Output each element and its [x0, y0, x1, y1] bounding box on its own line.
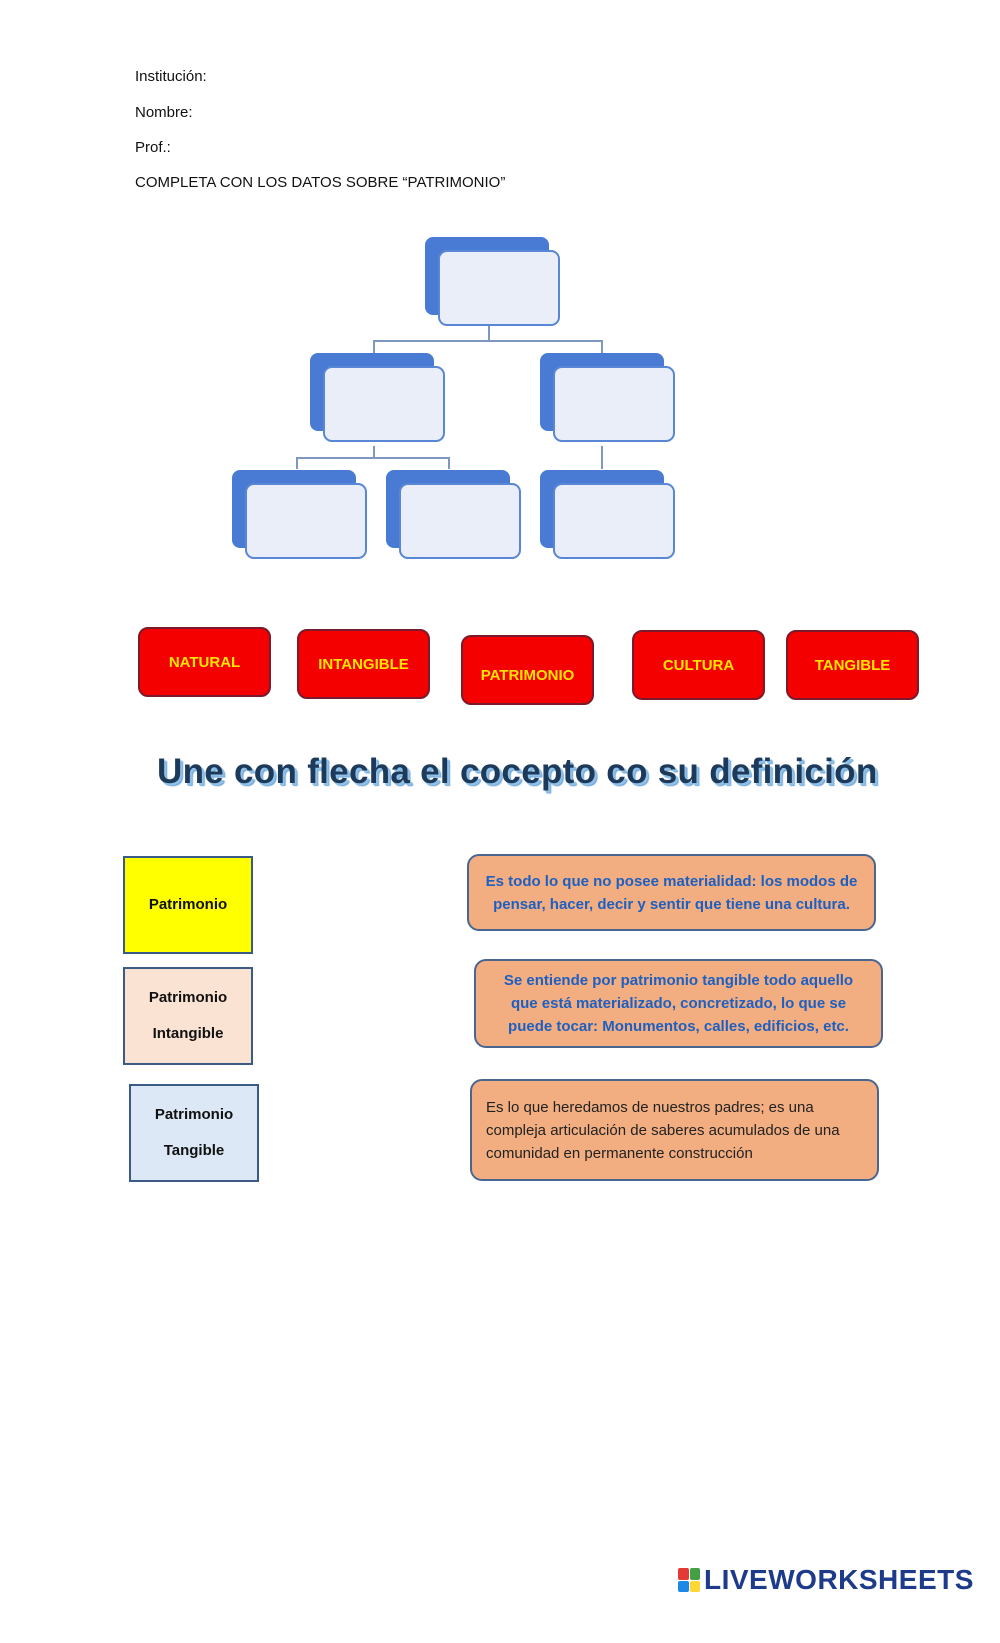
logo-icon: [678, 1568, 700, 1592]
connector-line: [373, 340, 603, 342]
logo-square: [678, 1568, 689, 1580]
logo-square: [689, 1580, 700, 1592]
connector-line: [488, 323, 490, 341]
concept-label: Intangible: [152, 1025, 224, 1042]
connector-line: [601, 446, 603, 469]
concept-patrimonio-tangible[interactable]: Patrimonio Tangible: [129, 1084, 259, 1182]
connector-line: [373, 340, 375, 354]
word-cultura[interactable]: CULTURA: [632, 630, 765, 700]
concept-label: Tangible: [163, 1142, 225, 1159]
concept-label: Patrimonio: [154, 1106, 234, 1123]
connector-line: [601, 340, 603, 354]
logo-square: [678, 1580, 689, 1592]
word-tangible[interactable]: TANGIBLE: [786, 630, 919, 700]
connector-line: [373, 446, 375, 458]
logo-square: [689, 1568, 700, 1580]
connector-line: [448, 457, 450, 469]
connector-line: [296, 457, 450, 459]
teacher-label: Prof.:: [135, 139, 171, 156]
liveworksheets-logo: LIVEWORKSHEETS: [678, 1564, 974, 1596]
matching-title: Une con flecha el cocepto co su definici…: [157, 752, 878, 791]
institution-label: Institución:: [135, 68, 207, 85]
concept-patrimonio-intangible[interactable]: Patrimonio Intangible: [123, 967, 253, 1065]
name-label: Nombre:: [135, 104, 193, 121]
definition-patrimonio[interactable]: Es lo que heredamos de nuestros padres; …: [470, 1079, 879, 1181]
chart-box-right[interactable]: [540, 353, 675, 442]
connector-line: [296, 457, 298, 469]
word-intangible[interactable]: INTANGIBLE: [297, 629, 430, 699]
concept-label: Patrimonio: [148, 989, 228, 1006]
chart-box-left-1[interactable]: [232, 470, 367, 559]
concept-label: Patrimonio: [148, 896, 228, 913]
definition-tangible[interactable]: Se entiende por patrimonio tangible todo…: [474, 959, 883, 1048]
chart-box-left[interactable]: [310, 353, 445, 442]
instruction-text: COMPLETA CON LOS DATOS SOBRE “PATRIMONIO…: [135, 174, 506, 191]
word-patrimonio[interactable]: PATRIMONIO: [461, 635, 594, 705]
word-natural[interactable]: NATURAL: [138, 627, 271, 697]
concept-patrimonio[interactable]: Patrimonio: [123, 856, 253, 954]
chart-box-root[interactable]: [425, 237, 560, 326]
definition-intangible[interactable]: Es todo lo que no posee materialidad: lo…: [467, 854, 876, 931]
logo-text: LIVEWORKSHEETS: [704, 1564, 974, 1595]
chart-box-left-2[interactable]: [386, 470, 521, 559]
chart-box-right-1[interactable]: [540, 470, 675, 559]
